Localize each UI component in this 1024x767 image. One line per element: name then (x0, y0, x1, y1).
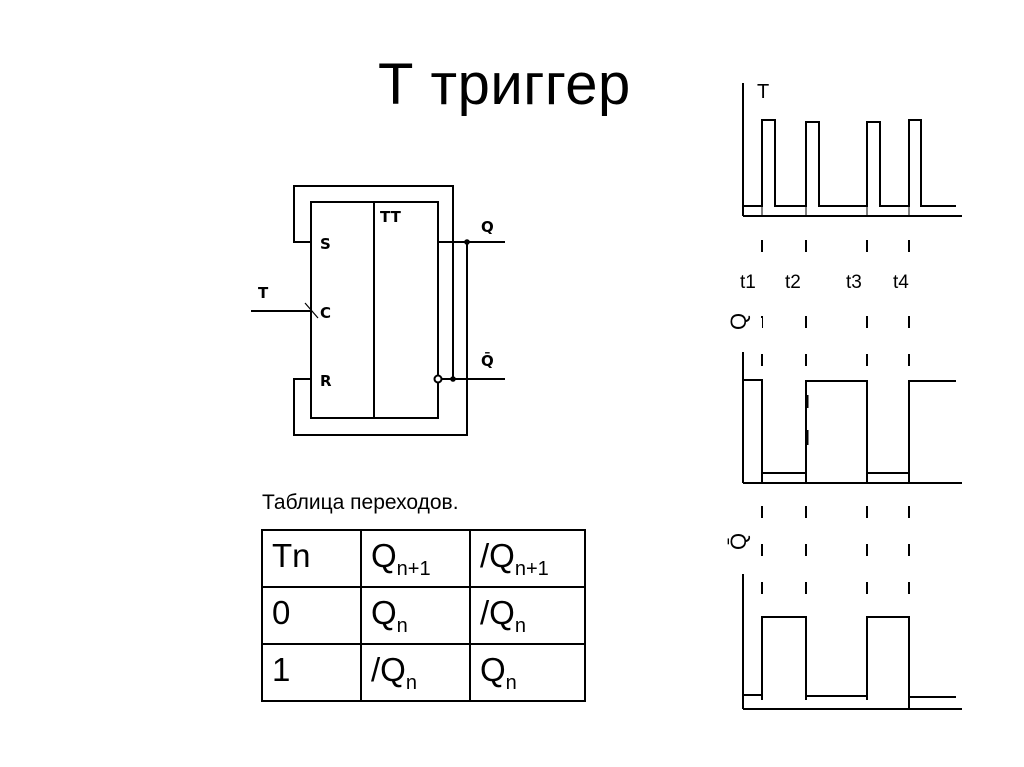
table-cell: 1 (261, 643, 362, 702)
page-title: Т триггер (378, 52, 631, 117)
table-cell: /Qn (469, 586, 586, 645)
time-label-t3: t3 (846, 272, 862, 293)
table-header-row: Tn Qn+1 /Qn+1 (261, 529, 586, 588)
t-signal-waveform (743, 119, 956, 207)
q-edge-drops (761, 473, 910, 483)
input-s-label: S (320, 235, 331, 253)
dynamic-input-mark (304, 302, 319, 319)
header-cell: Qn+1 (360, 529, 471, 588)
input-c-label: C (320, 304, 331, 322)
table-row: 1 /Qn Qn (261, 643, 586, 702)
time-marker-lines (761, 240, 910, 700)
input-r-label: R (320, 372, 332, 390)
table-caption: Таблица переходов. (262, 491, 459, 514)
header-cell: /Qn+1 (469, 529, 586, 588)
time-label-t1: t1 (740, 272, 756, 293)
timing-diagram (742, 83, 962, 710)
qbar-signal-waveform (743, 616, 956, 698)
feedback-wire-r (293, 242, 468, 436)
output-q-label: Q (481, 218, 494, 236)
junction-dot-q (464, 239, 470, 245)
feedback-wire-s (293, 185, 454, 379)
table-row: 0 Qn /Qn (261, 586, 586, 645)
block-label: TT (380, 208, 402, 226)
output-qbar-label: Q̄ (481, 350, 494, 370)
table-cell: Qn (469, 643, 586, 702)
junction-dot-qbar (450, 376, 456, 382)
q-signal-waveform (743, 379, 956, 474)
table-cell: Qn (360, 586, 471, 645)
label-background (738, 318, 762, 348)
q-signal-label: Q (726, 313, 751, 330)
time-label-t4: t4 (893, 272, 909, 293)
t-edge-drops (761, 206, 910, 216)
qbar-signal-label: Q̄ (726, 533, 751, 550)
inversion-bubble (433, 374, 443, 384)
time-label-t2: t2 (785, 272, 801, 293)
transition-table: Tn Qn+1 /Qn+1 0 Qn /Qn 1 /Qn Qn (261, 529, 586, 702)
label-background (736, 540, 760, 574)
table-cell: /Qn (360, 643, 471, 702)
t-signal-label: T (757, 81, 769, 103)
table-cell: 0 (261, 586, 362, 645)
label-background (738, 268, 928, 294)
clock-label: T (258, 284, 269, 302)
header-cell: Tn (261, 529, 362, 588)
t-flip-flop-circuit (251, 185, 505, 436)
